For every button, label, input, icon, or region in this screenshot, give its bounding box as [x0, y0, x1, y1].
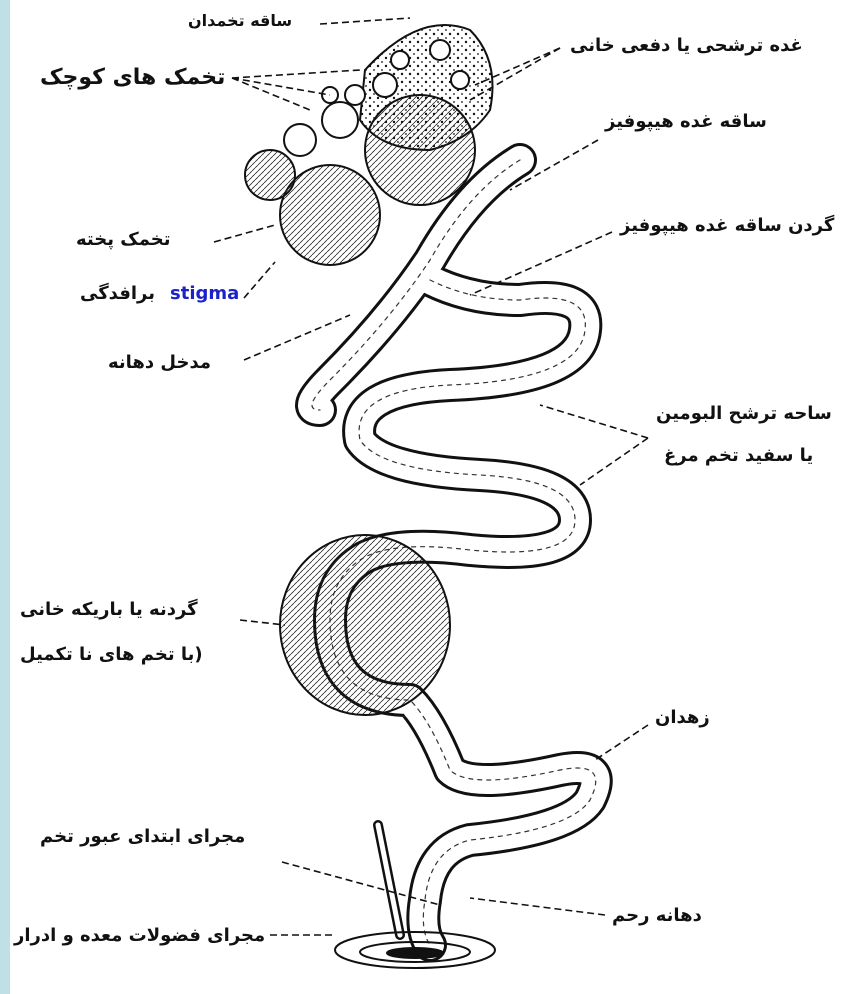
label-uterus: زهدان [655, 708, 710, 728]
label-small-yolks: تخمک های کوچک [40, 66, 225, 90]
label-stigma-en: stigma [170, 283, 239, 304]
label-isthmus-line1: گردنه یا باریکه خانی [20, 600, 198, 620]
label-infundibulum-stalk: ساقه غده هیپوفیز [605, 112, 767, 132]
label-albumen-line1: ساحه ترشح البومین [656, 404, 832, 424]
label-isthmus-line2: (با تخم های نا تکمیل [20, 645, 203, 665]
label-stigma-fa: برافدگی [80, 284, 155, 304]
label-uterus-mouth: دهانه رحم [612, 906, 702, 926]
label-mature-yolk: تخمک پخته [76, 230, 171, 250]
label-egg-passage: مجرای ابتدای عبور تخم [40, 827, 245, 847]
label-albumen-line2: یا سفید تخم مرغ [664, 446, 813, 466]
label-waste-duct: مجرای فضولات معده و ادرار [14, 926, 265, 946]
label-mouth-entrance: مدخل دهانه [108, 353, 211, 373]
label-ovary: غده ترشحی یا دفعی خانی [570, 36, 803, 56]
isthmus-bulb [280, 535, 450, 715]
label-ovary-stalk: ساقه تخمدان [188, 12, 292, 30]
label-infundibulum-neck: گردن ساقه غده هیپوفیز [620, 216, 834, 236]
